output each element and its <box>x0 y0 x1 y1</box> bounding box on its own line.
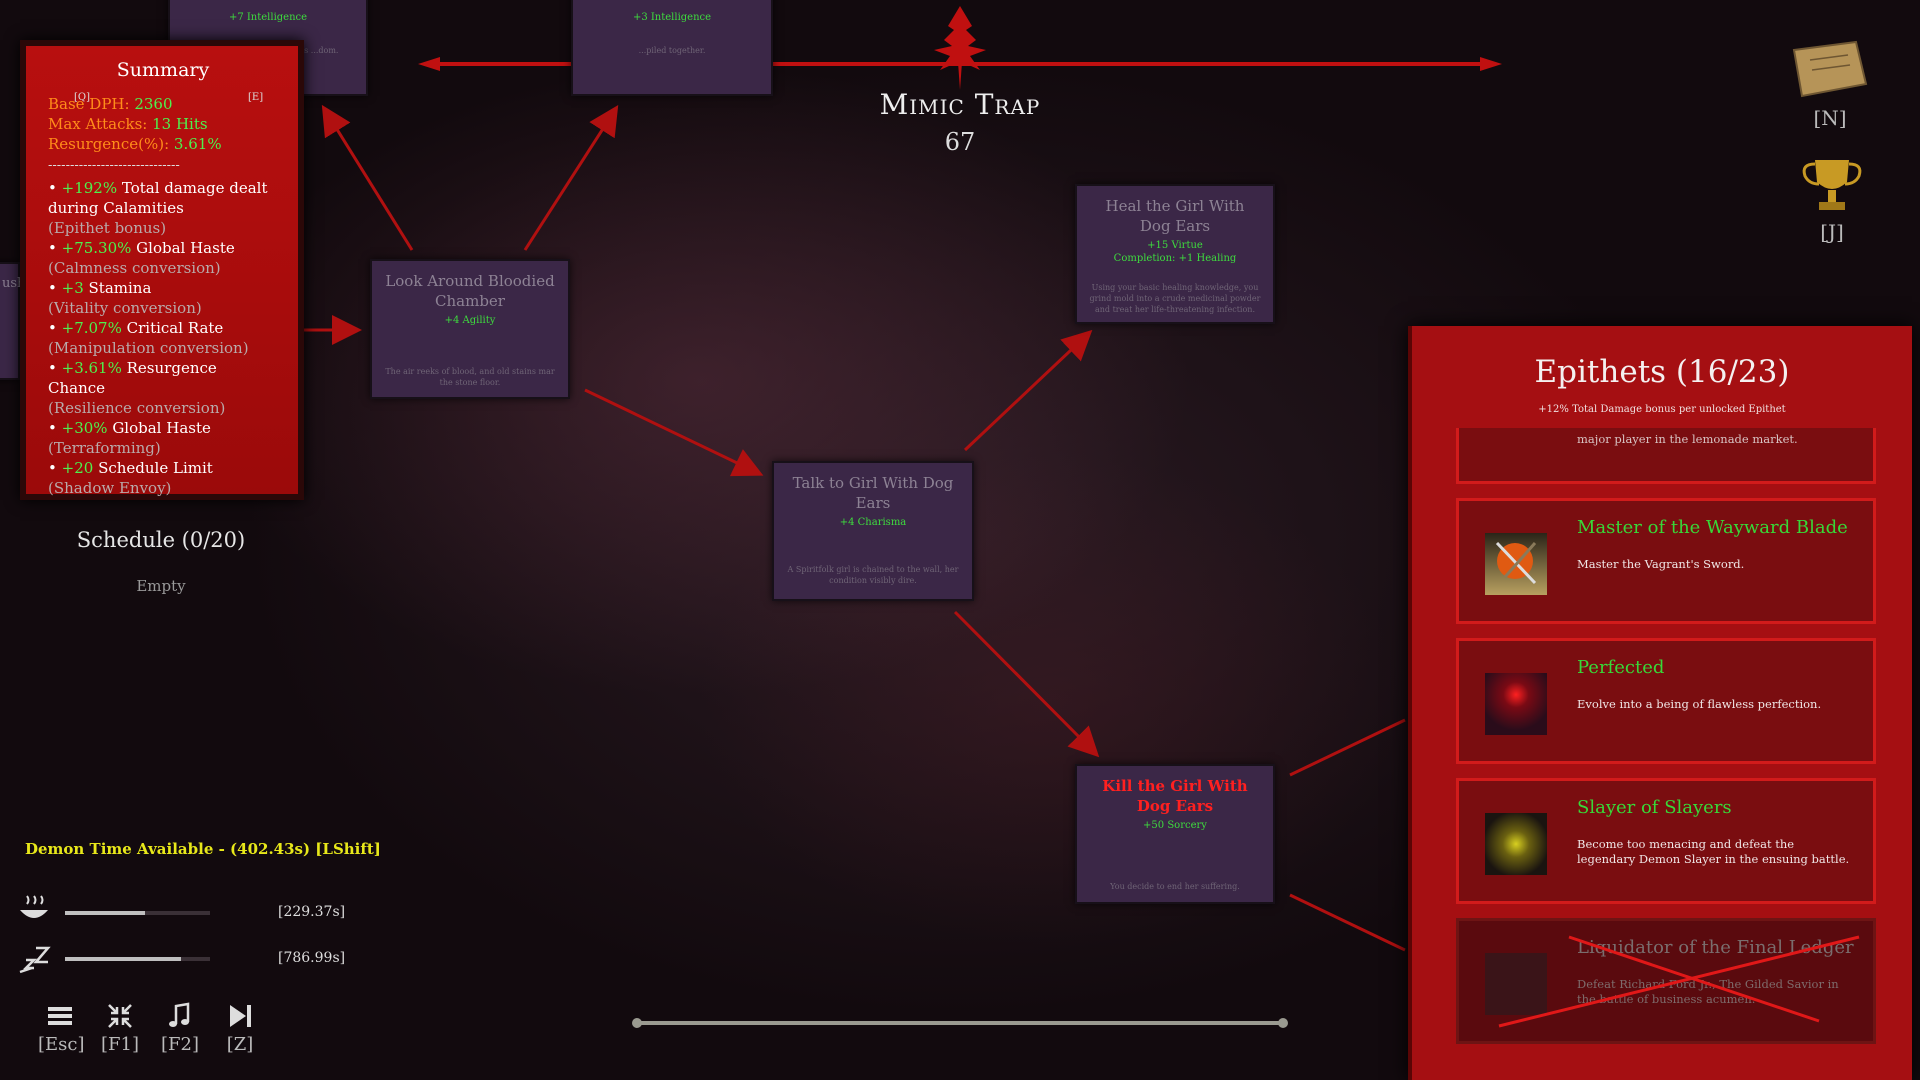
sleep-meter-fill <box>65 957 181 961</box>
epithets-title: Epithets (16/23) <box>1534 354 1790 390</box>
epithet-card[interactable]: Perfected Evolve into a being of flawles… <box>1456 638 1876 764</box>
epithet-description: Master the Vagrant's Sword. <box>1577 557 1745 571</box>
summary-prev-key[interactable]: [Q] <box>74 92 91 103</box>
schedule-empty: Empty <box>136 577 186 595</box>
epithet-description: Evolve into a being of flawless perfecti… <box>1577 697 1822 711</box>
menu-button[interactable]: [Esc] <box>38 1002 85 1072</box>
stat-max-attacks: Max Attacks: 13 Hits <box>48 115 208 133</box>
journal-icon <box>1792 40 1868 98</box>
epithets-panel: Epithets (16/23) +12% Total Damage bonus… <box>1408 326 1912 1080</box>
food-icon <box>16 892 52 928</box>
node-completion-reward: Completion: +1 Healing <box>1113 253 1237 264</box>
collapse-icon <box>108 1004 132 1028</box>
music-icon <box>169 1002 190 1027</box>
collapse-key-label: [F1] <box>101 1034 139 1055</box>
epithets-subtitle: +12% Total Damage bonus per unlocked Epi… <box>1538 404 1786 415</box>
node-description: The air reeks of blood, and old stains m… <box>385 367 555 387</box>
epithet-name: Master of the Wayward Blade <box>1577 517 1848 538</box>
node-description: You decide to end her suffering. <box>1110 882 1240 891</box>
node-description: Using your basic healing knowledge, you … <box>1089 283 1261 314</box>
node-title: Kill the Girl With Dog Ears <box>1102 777 1248 815</box>
summary-next-key[interactable]: [E] <box>248 92 264 103</box>
bonus-item: • +3.61% Resurgence Chance(Resilience co… <box>48 359 226 417</box>
glowing-eyes-icon <box>1485 673 1547 735</box>
flame-slayer-icon <box>1485 813 1547 875</box>
skip-key-label: [Z] <box>226 1034 254 1055</box>
epithet-name: Perfected <box>1577 657 1665 678</box>
achievements-key-label: [J] <box>1820 220 1844 244</box>
node-description: A Spiritfolk girl is chained to the wall… <box>787 565 959 585</box>
node-reward: +15 Virtue <box>1147 240 1203 251</box>
journal-key-label: [N] <box>1813 106 1847 130</box>
node-reward: +3 Intelligence <box>632 12 712 23</box>
epithet-card-locked[interactable]: Liquidator of the Final Ledger Defeat Ri… <box>1456 918 1876 1044</box>
stat-resurgence: Resurgence(%): 3.61% <box>48 135 222 153</box>
sleep-meter-bar <box>65 957 210 961</box>
node-title: Heal the Girl With Dog Ears <box>1105 197 1245 235</box>
top-node-center[interactable]: +3 Intelligence ...piled together. <box>571 0 773 96</box>
epithet-card[interactable]: Slayer of Slayers Become too menacing an… <box>1456 778 1876 904</box>
sleep-icon <box>16 942 52 978</box>
demon-time-status[interactable]: Demon Time Available - (402.43s) [LShift… <box>25 840 381 858</box>
music-key-label: [F2] <box>161 1034 199 1055</box>
epithet-card-partial[interactable]: major player in the lemonade market. <box>1456 428 1876 484</box>
bonus-item: • +75.30% Global Haste(Calmness conversi… <box>48 239 235 277</box>
bonus-item: • +3 Stamina(Vitality conversion) <box>48 279 202 317</box>
locked-cross-icon <box>1498 935 1860 1028</box>
bonus-item: • +20 Schedule Limit(Shadow Envoy) <box>48 459 213 497</box>
node-reward: +7 Intelligence <box>228 12 308 23</box>
food-meter-fill <box>65 911 145 915</box>
event-node-kill-girl[interactable]: Kill the Girl With Dog Ears +50 Sorcery … <box>1075 764 1275 904</box>
skip-icon <box>230 1005 251 1027</box>
trophy-icon <box>1802 160 1862 210</box>
journal-button[interactable]: [N] <box>1790 38 1870 134</box>
event-number: 67 <box>944 128 976 156</box>
bonus-item: • +30% Global Haste(Terraforming) <box>48 419 211 457</box>
event-node-talk-girl[interactable]: Talk to Girl With Dog Ears +4 Charisma A… <box>772 461 974 601</box>
node-title-fragment: ush <box>2 276 26 291</box>
epithet-description: Become too menacing and defeat the legen… <box>1577 837 1850 866</box>
skip-button[interactable]: [Z] <box>218 1002 262 1072</box>
epithet-name: Slayer of Slayers <box>1577 797 1732 818</box>
food-meter-value: [229.37s] <box>278 904 346 920</box>
node-reward: +50 Sorcery <box>1143 820 1207 831</box>
menu-icon <box>48 1007 72 1025</box>
offscreen-node[interactable]: ush <box>0 262 26 380</box>
food-meter-bar <box>65 911 210 915</box>
event-node-heal-girl[interactable]: Heal the Girl With Dog Ears +15 Virtue C… <box>1075 184 1275 324</box>
sword-emblem-icon <box>1485 533 1547 595</box>
schedule-title: Schedule (0/20) <box>76 528 246 552</box>
summary-separator: ------------------------------ <box>48 158 180 173</box>
event-title: Mimic Trap <box>879 88 1041 121</box>
epithet-name: Liquidator of the Final Ledger <box>1577 937 1854 958</box>
node-description: ...piled together. <box>638 46 706 55</box>
epithet-card[interactable]: Master of the Wayward Blade Master the V… <box>1456 498 1876 624</box>
summary-panel: Summary [Q] [E] Base DPH: 2360 Max Attac… <box>20 40 304 500</box>
bonus-item: • +7.07% Critical Rate(Manipulation conv… <box>48 319 249 357</box>
collapse-button[interactable]: [F1] <box>98 1002 142 1072</box>
menu-key-label: [Esc] <box>38 1034 85 1055</box>
summary-title: Summary <box>116 59 210 81</box>
node-title: Look Around Bloodied Chamber <box>385 272 555 310</box>
event-node-look-around[interactable]: Look Around Bloodied Chamber +4 Agility … <box>370 259 570 399</box>
sleep-meter-value: [786.99s] <box>278 950 346 966</box>
music-button[interactable]: [F2] <box>158 1002 202 1072</box>
bonus-item: • +192% Total damage dealt during Calami… <box>48 179 268 237</box>
stat-base-dph: Base DPH: 2360 <box>48 95 173 113</box>
achievements-button[interactable]: [J] <box>1792 156 1872 250</box>
node-reward: +4 Charisma <box>839 517 907 528</box>
ledger-icon <box>1485 953 1547 1015</box>
epithet-description: major player in the lemonade market. <box>1577 432 1798 446</box>
node-title: Talk to Girl With Dog Ears <box>792 474 954 512</box>
node-reward: +4 Agility <box>444 315 496 326</box>
